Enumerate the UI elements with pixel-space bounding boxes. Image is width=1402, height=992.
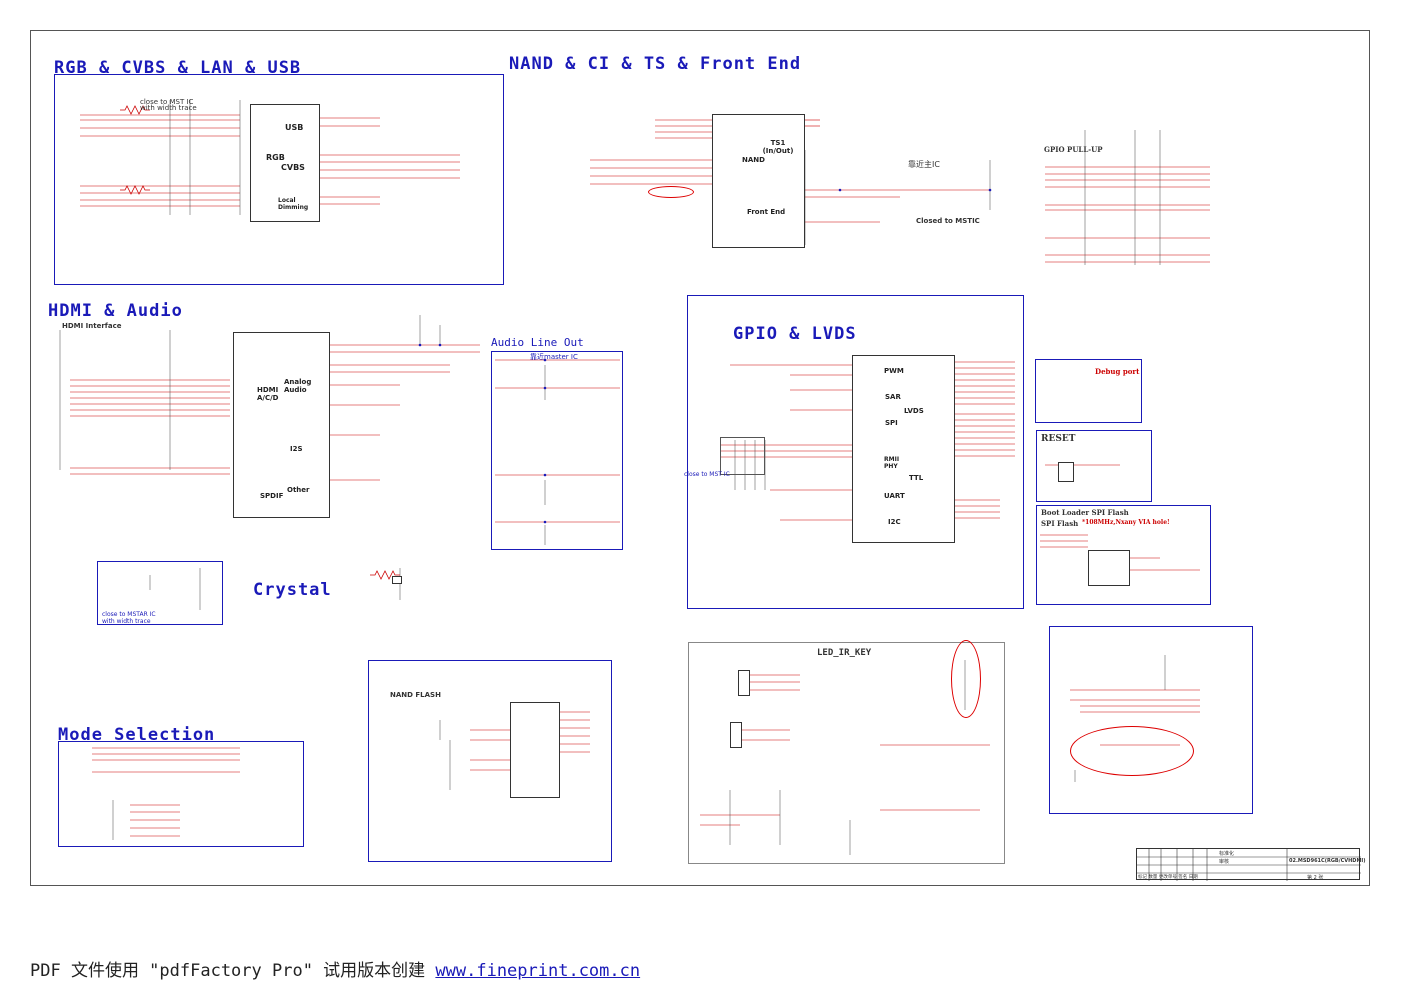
nand-highlight-ellipse xyxy=(648,186,694,198)
debug-port-label: Debug port xyxy=(1095,367,1140,376)
reset-label: RESET xyxy=(1041,434,1076,444)
reset-box xyxy=(1036,430,1152,502)
nand-chip xyxy=(712,114,805,248)
misc-highlight-ellipse xyxy=(1070,726,1194,776)
lvds-label: LVDS xyxy=(904,407,924,415)
close-to-mst-ic2-label: close to MST IC xyxy=(684,471,730,478)
title-gpio: GPIO & LVDS xyxy=(733,324,857,344)
ttl-label: TTL xyxy=(909,474,924,482)
title-mode: Mode Selection xyxy=(58,725,216,745)
with-width-trace-label: with width trace xyxy=(102,618,151,625)
nand-flash-box xyxy=(368,660,612,862)
led-ir-key-label: LED_IR_KEY xyxy=(817,648,872,658)
sar-label: SAR xyxy=(885,393,901,401)
gpio-sub-box xyxy=(720,437,765,475)
gpio-lvds-box xyxy=(687,295,1024,609)
reset-chip xyxy=(1058,462,1074,482)
spdif-label: SPDIF xyxy=(260,492,284,500)
pdf-footer: PDF 文件使用 "pdfFactory Pro" 试用版本创建 www.fin… xyxy=(30,956,640,981)
nand-flash-label: NAND FLASH xyxy=(390,691,441,699)
gpio-pullup-label: GPIO PULL-UP xyxy=(1044,145,1103,154)
near-master-ic-label: 靠近master IC xyxy=(530,353,578,361)
hdmi-chip xyxy=(233,332,330,518)
hdmi-acd-label: HDMI A/C/D xyxy=(257,386,279,402)
nand-block-label: NAND xyxy=(742,156,765,164)
debug-port-box xyxy=(1035,359,1142,423)
rgb-chip xyxy=(250,104,320,222)
led-ir-key-box xyxy=(688,642,1005,864)
title-block: 标准化 审核 02.MSD961C(RGB/CVHDMI) 标记 数量 更改单号… xyxy=(1136,848,1366,881)
mode-selection-box xyxy=(58,741,304,847)
sheet-border xyxy=(30,30,1370,886)
crystal-component xyxy=(392,576,402,584)
spi-flash-label: SPI Flash xyxy=(1041,519,1079,528)
spi-flash-chip xyxy=(1088,550,1130,586)
pwm-label: PWM xyxy=(884,367,904,375)
tb-row1: 标准化 xyxy=(1219,851,1235,857)
rgb-block-label: RGB xyxy=(266,153,285,162)
i2s-label: I2S xyxy=(290,445,303,453)
close-to-mstar-label: close to MSTAR IC xyxy=(102,611,156,618)
tb-cols: 标记 数量 更改单号 签名 日期 xyxy=(1138,875,1198,880)
gpio-chip xyxy=(852,355,955,543)
usb-block-label: USB xyxy=(285,123,304,132)
closed-to-mstic-label: Closed to MSTIC xyxy=(916,217,980,225)
audio-line-out-title: Audio Line Out xyxy=(491,336,584,349)
rgb-section-box xyxy=(54,74,504,285)
cvbs-block-label: CVBS xyxy=(281,163,305,172)
spi-label: SPI xyxy=(885,419,898,427)
ts1-label: TS1 (In/Out) xyxy=(762,139,794,155)
led-highlight-ellipse xyxy=(951,640,981,718)
tb-row2: 审核 xyxy=(1219,859,1230,865)
title-rgb: RGB & CVBS & LAN & USB xyxy=(54,58,302,78)
footer-text: PDF 文件使用 "pdfFactory Pro" 试用版本创建 xyxy=(30,961,436,981)
spi-speed-note: *108MHz,Nxany VIA hole! xyxy=(1082,519,1170,526)
with-width-label: with width trace xyxy=(140,104,197,112)
misc-circuit-box xyxy=(1049,626,1253,814)
crystal-cap-box xyxy=(97,561,223,625)
key-connector xyxy=(730,722,742,748)
boot-loader-label: Boot Loader SPI Flash xyxy=(1041,508,1129,517)
near-ic-label: 靠近主IC xyxy=(908,160,940,169)
tb-page: 第 2 张 xyxy=(1307,875,1324,881)
rmii-phy-label: RMII PHY xyxy=(884,456,900,470)
fineprint-link[interactable]: www.fineprint.com.cn xyxy=(435,961,641,981)
title-hdmi: HDMI & Audio xyxy=(48,301,183,321)
close-to-mst-label: close to MST IC xyxy=(140,98,194,106)
nand-flash-chip xyxy=(510,702,560,798)
title-crystal: Crystal xyxy=(253,580,332,600)
audio-line-out-box xyxy=(491,351,623,550)
title-block-grid xyxy=(1137,849,1361,881)
other-label: Other xyxy=(287,486,310,494)
led-connector xyxy=(738,670,750,696)
i2c-label: I2C xyxy=(888,518,901,526)
title-nand: NAND & CI & TS & Front End xyxy=(509,54,802,74)
hdmi-interface-label: HDMI Interface xyxy=(62,322,122,330)
boot-loader-box xyxy=(1036,505,1211,605)
local-dimming-label: Local Dimming xyxy=(278,197,309,211)
uart-label: UART xyxy=(884,492,905,500)
front-end-label: Front End xyxy=(747,208,786,216)
analog-audio-label: Analog Audio xyxy=(284,378,312,394)
tb-model: 02.MSD961C(RGB/CVHDMI) xyxy=(1289,858,1366,864)
